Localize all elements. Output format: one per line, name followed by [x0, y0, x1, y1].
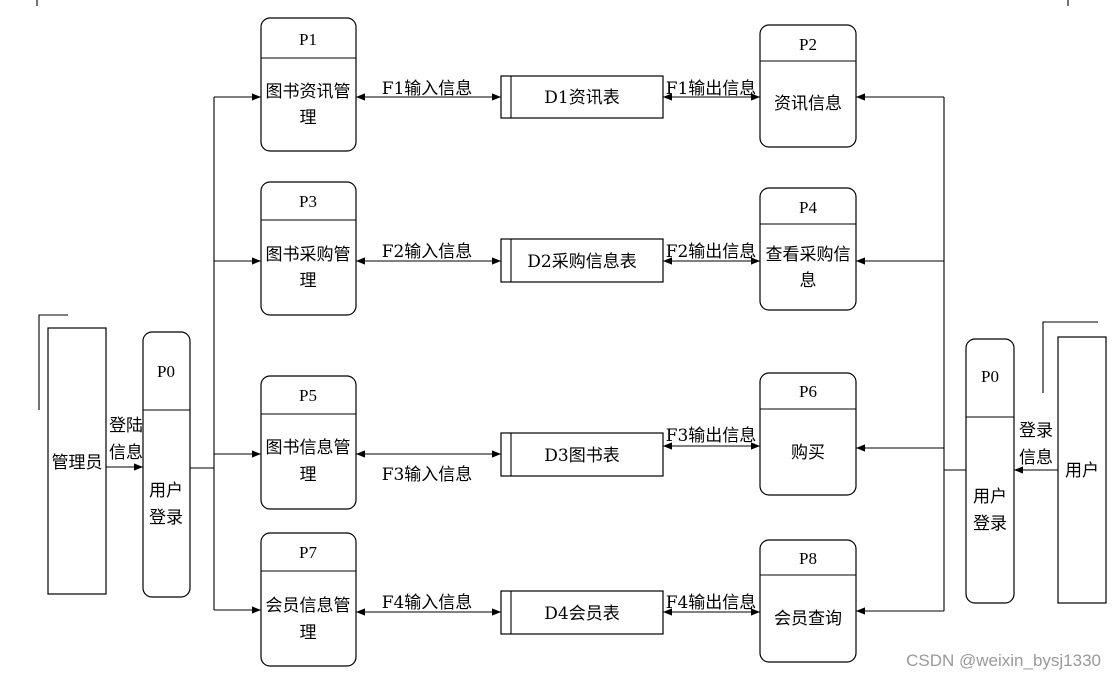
flow-label-f4-out: F4输出信息 [666, 593, 757, 613]
process-label-line1: 图书资讯管 [266, 82, 351, 102]
flow-label-f3-out: F3输出信息 [666, 426, 757, 446]
process-id: P8 [799, 549, 817, 568]
process-id: P4 [799, 198, 817, 217]
process-label-line2: 理 [300, 108, 317, 128]
flow-label-user-login-line2: 信息 [1019, 448, 1053, 468]
flow-label-admin-login-line2: 信息 [109, 443, 143, 463]
process-label-line1: 购买 [791, 443, 825, 463]
process-label-line1: 会员查询 [774, 609, 842, 629]
flow-label-user-login-line1: 登录 [1019, 421, 1053, 441]
process-p2: P2 资讯信息 [759, 24, 857, 148]
store-label: D3图书表 [544, 446, 619, 466]
process-label-line2: 登录 [149, 508, 183, 528]
flow-label-admin-login-line1: 登陆 [109, 416, 143, 436]
actor-admin-label: 管理员 [52, 453, 103, 473]
store-d3: D3图书表 [500, 432, 664, 477]
process-label-line2: 理 [300, 623, 317, 643]
process-id: P7 [299, 543, 317, 562]
process-label-line2: 理 [300, 271, 317, 291]
process-id: P1 [299, 30, 317, 49]
process-id: P6 [799, 382, 817, 401]
process-label-line1: 用户 [149, 481, 183, 501]
process-label-line1: 查看采购信 [766, 245, 851, 265]
flow-label-f2-in: F2输入信息 [382, 242, 473, 262]
flow-label-f1-out: F1输出信息 [666, 79, 757, 99]
store-label: D4会员表 [544, 604, 619, 624]
process-p6: P6 购买 [759, 372, 857, 496]
process-label-line1: 资讯信息 [774, 94, 842, 114]
process-id: P0 [157, 362, 175, 381]
actor-admin: 管理员 [38, 314, 107, 595]
process-p0-user: P0 用户 登录 [965, 338, 1015, 604]
flow-label-f3-in: F3输入信息 [382, 465, 473, 485]
process-label-line1: 图书采购管 [266, 245, 351, 265]
flow-label-f4-in: F4输入信息 [382, 593, 473, 613]
store-label: D1资讯表 [544, 88, 619, 108]
process-label-line1: 会员信息管 [266, 596, 351, 616]
store-d4: D4会员表 [500, 590, 664, 635]
store-d1: D1资讯表 [500, 75, 664, 119]
watermark: CSDN @weixin_bysj1330 [906, 651, 1101, 670]
process-id: P3 [299, 192, 317, 211]
actor-user: 用户 [1042, 321, 1107, 604]
process-id: P2 [799, 35, 817, 54]
process-p0-admin: P0 用户 登录 [142, 331, 191, 598]
process-p1: P1 图书资讯管 理 [260, 17, 357, 152]
process-p5: P5 图书信息管 理 [260, 375, 357, 510]
process-p8: P8 会员查询 [759, 539, 857, 663]
actor-user-label: 用户 [1065, 461, 1099, 481]
process-p7: P7 会员信息管 理 [260, 532, 357, 667]
process-label-line1: 用户 [973, 487, 1007, 507]
store-label: D2采购信息表 [527, 252, 636, 272]
store-d2: D2采购信息表 [500, 238, 664, 283]
process-label-line2: 登录 [973, 514, 1007, 534]
process-id: P0 [981, 367, 999, 386]
process-p4: P4 查看采购信 息 [759, 187, 857, 311]
flow-label-f2-out: F2输出信息 [666, 242, 757, 262]
process-label-line1: 图书信息管 [266, 438, 351, 458]
process-p3: P3 图书采购管 理 [260, 181, 357, 316]
process-label-line2: 理 [300, 465, 317, 485]
process-label-line2: 息 [800, 271, 817, 291]
process-id: P5 [299, 386, 317, 405]
flow-label-f1-in: F1输入信息 [382, 79, 473, 99]
